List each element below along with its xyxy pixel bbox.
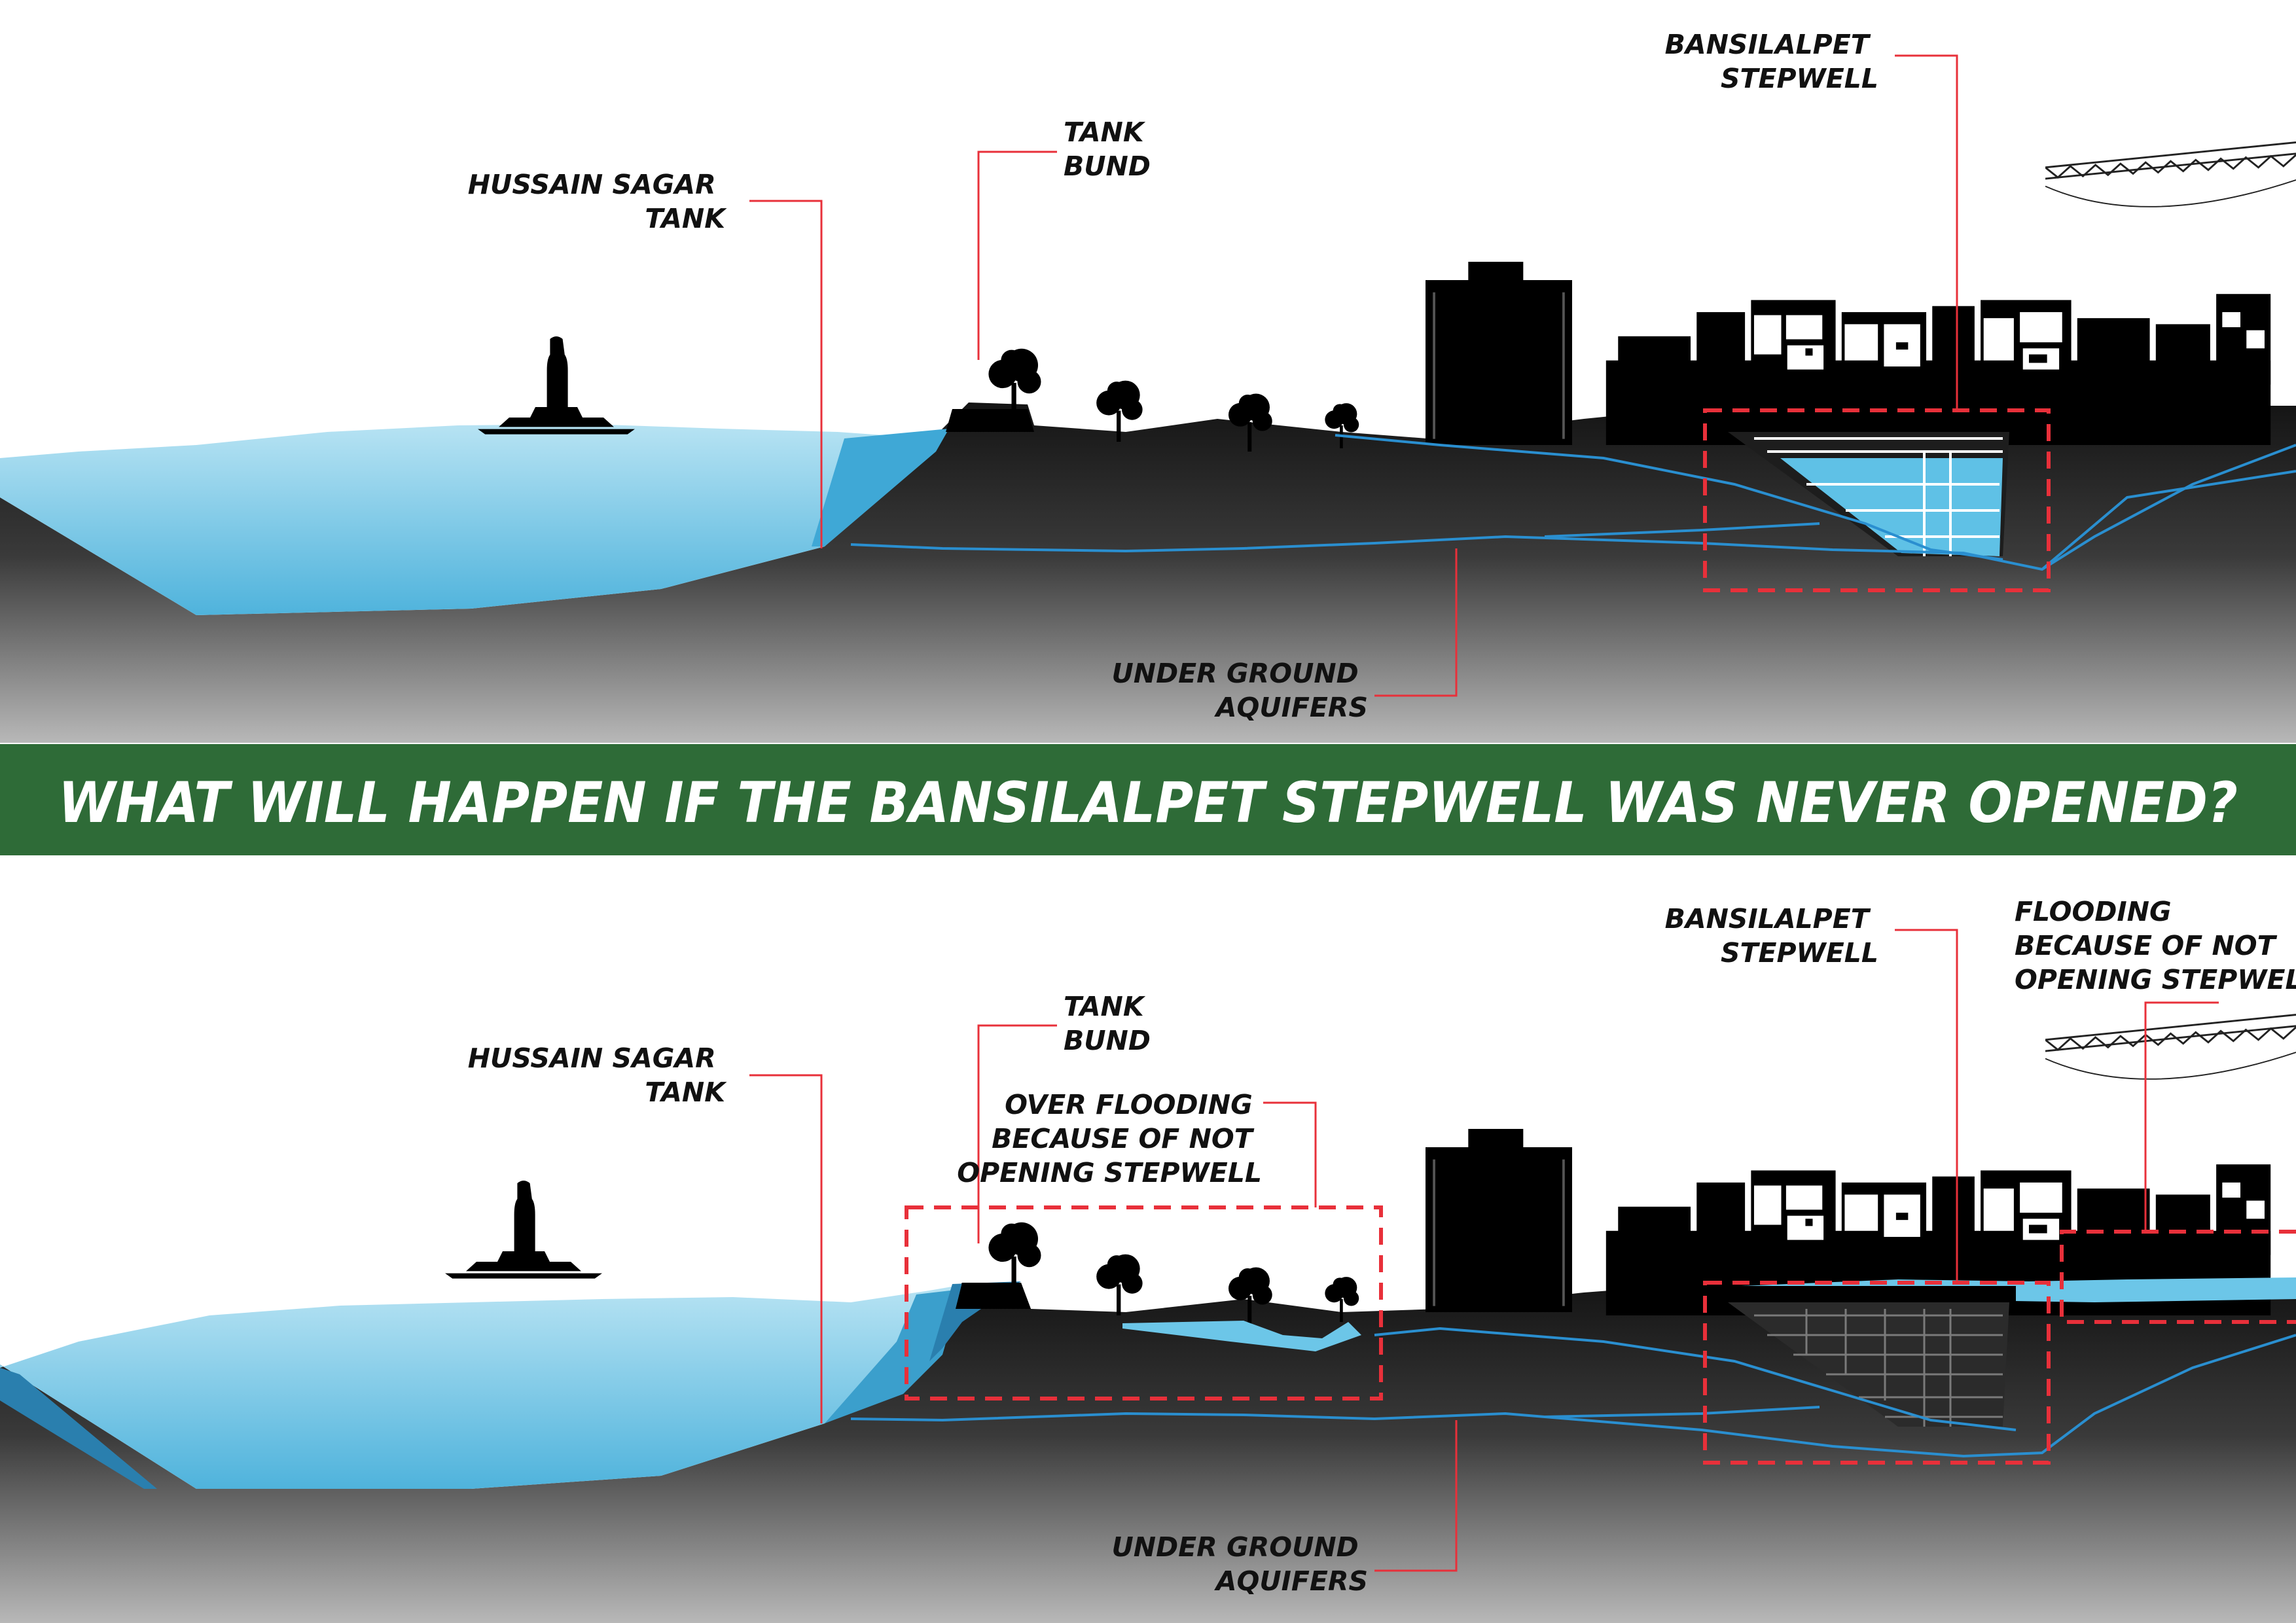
label-stepwell: BANSILALPET STEPWELL [1665,29,1878,94]
deep-water-left [0,1368,157,1489]
label-aquifers: UNDER GROUND AQUIFERS [1112,1531,1369,1597]
ground-top [0,402,2296,743]
callout-lines [749,929,2219,1572]
banner-title: WHAT WILL HAPPEN IF THE BANSILALPET STEP… [58,770,2238,836]
tank-bund-shape [956,1283,1031,1309]
callout-lines [749,54,1958,697]
label-hussain-sagar: HUSSAIN SAGAR TANK [468,169,728,234]
tower-building-icon [1426,1129,1572,1312]
tree-icon [1096,1254,1143,1315]
hussain-sagar-water-flooded [0,1286,956,1489]
label-hussain-sagar: HUSSAIN SAGAR TANK [468,1043,728,1108]
top-section: HUSSAIN SAGAR TANK TANK BUND BANSILALPET… [0,29,2296,743]
label-over-flooding: OVER FLOODING BECAUSE OF NOT OPENING STE… [957,1089,1262,1188]
label-tank-bund: TANK BUND [1064,116,1153,182]
hussain-sagar-water [0,424,949,615]
tank-bund-shape [946,409,1034,432]
overflow-pond [1122,1321,1361,1351]
stepwell-section-icon [1721,419,2016,556]
label-stepwell: BANSILALPET STEPWELL [1665,903,1878,969]
stepwell-highlight-box [1703,408,2051,592]
buddha-statue-icon [478,336,635,435]
aquifer-lines [850,1327,2296,1458]
title-banner: WHAT WILL HAPPEN IF THE BANSILALPET STEP… [0,744,2296,855]
buddha-statue-icon [445,1181,602,1279]
label-flooding-city: FLOODING BECAUSE OF NOT OPENING STEPWELL [2015,896,2296,995]
label-tank-bund: TANK BUND [1064,991,1153,1056]
tower-building-icon [1426,262,1572,445]
bottom-section: HUSSAIN SAGAR TANK TANK BUND OVER FLOODI… [0,896,2296,1623]
label-aquifers: UNDER GROUND AQUIFERS [1112,658,1369,723]
truss-bridge-icon [2045,141,2296,208]
truss-bridge-icon [2045,1014,2296,1080]
stepwell-section-icon [1721,1286,2016,1427]
ground-bottom [0,1283,2296,1623]
city-flood-highlight-box [2060,1230,2296,1324]
bund-water-front [929,1281,1021,1361]
bund-water-flooded [825,1283,1018,1423]
tree-icon [988,1222,1041,1292]
bund-water [812,429,949,546]
aquifer-lines [850,434,2296,571]
stepwell-highlight-box [1703,1281,2051,1465]
